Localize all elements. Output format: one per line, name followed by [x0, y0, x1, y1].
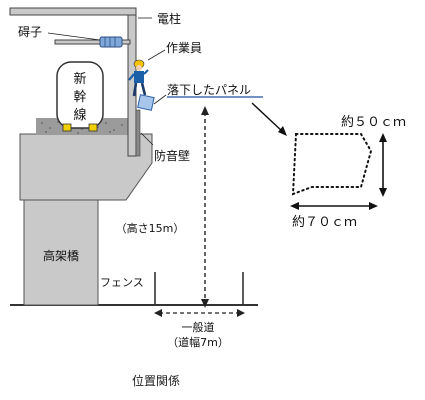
label-road: 一般道	[182, 320, 215, 334]
sound-barrier	[135, 109, 141, 157]
gaishi-leader	[47, 32, 101, 41]
label-panel-height: 約５０ｃｍ	[341, 115, 406, 130]
panel-width-arrow-head-right	[369, 202, 378, 210]
pole-top-arm	[9, 7, 137, 16]
height-arrow-head-top	[201, 106, 209, 115]
label-boonheki: 防音壁	[154, 148, 190, 163]
panel-height-arrow-head-bottom	[379, 188, 387, 197]
label-road-width: （道幅7m）	[167, 335, 229, 349]
callout-arrow	[251, 102, 284, 133]
insulator-arm	[54, 39, 131, 45]
label-panel-width: 約７０ｃｍ	[292, 215, 357, 230]
road-arrow-head-left	[154, 309, 162, 317]
panel-height-arrow-head-top	[379, 133, 387, 142]
sagyoin-leader	[147, 49, 166, 61]
label-gaishi: 碍子	[18, 25, 42, 39]
callout-arrow-head	[278, 126, 287, 136]
worker-figure	[128, 59, 149, 97]
label-fence: フェンス	[100, 276, 144, 289]
label-sagyoin: 作業員	[166, 41, 202, 55]
label-koukakyo: 高架橋	[43, 248, 79, 263]
shinkansen-train	[56, 61, 104, 129]
height-arrow-head-bottom	[201, 299, 209, 308]
panel-leader	[153, 94, 167, 105]
panel-enlarged-outline	[291, 133, 373, 196]
train-char-3: 線	[73, 107, 86, 123]
label-height: （高さ15m）	[116, 221, 185, 235]
label-fallen-panel: 落下したパネル	[167, 83, 251, 97]
label-denchu: 電柱	[157, 11, 181, 26]
insulator	[99, 36, 123, 48]
panel-width-arrow-head-left	[290, 202, 299, 210]
train-wheel-left	[62, 123, 72, 132]
train-char-2: 幹	[73, 89, 86, 105]
figure-caption: 位置関係	[132, 373, 180, 388]
road-arrow-head-right	[237, 309, 245, 317]
falling-panel	[137, 94, 155, 111]
train-wheel-right	[88, 123, 98, 132]
boonheki-leader	[140, 132, 154, 146]
train-char-1: 新	[73, 71, 86, 87]
viaduct-pier	[23, 199, 99, 306]
